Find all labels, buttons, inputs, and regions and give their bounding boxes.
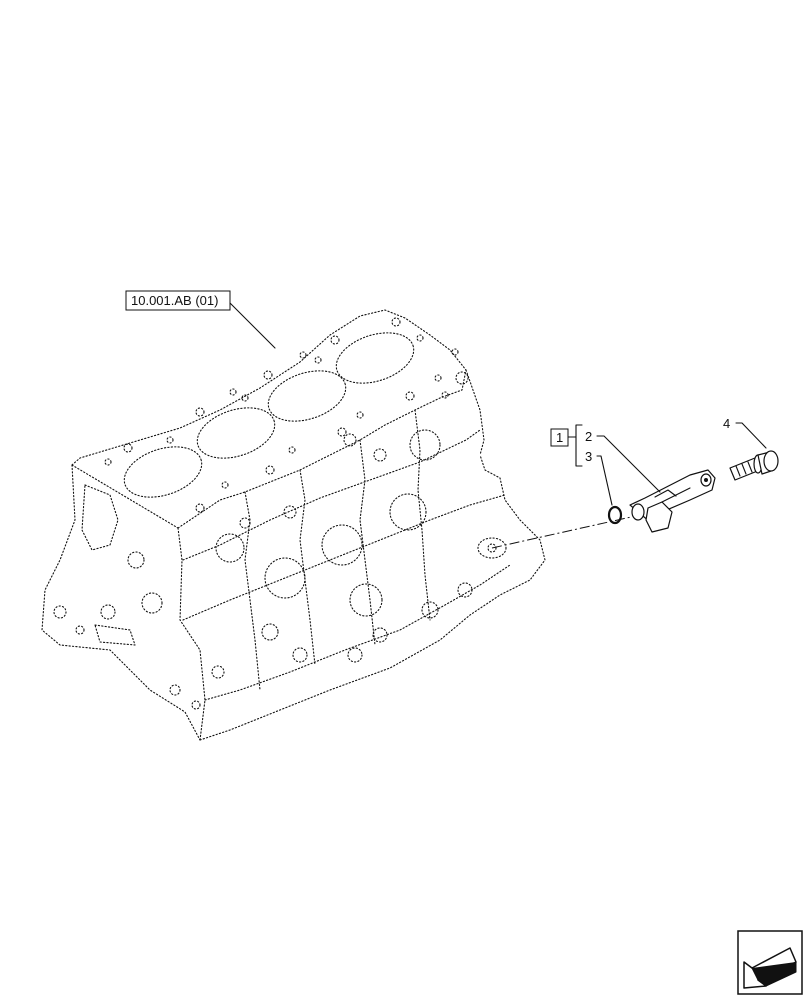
callout-3[interactable]: 3: [585, 449, 613, 506]
callout-3-label: 3: [585, 449, 592, 464]
group-callout: 1: [550, 424, 583, 467]
bolt-part[interactable]: [729, 450, 779, 481]
o-ring-part[interactable]: [607, 505, 623, 525]
sensor-part[interactable]: [629, 469, 716, 533]
reference-leader-line: [229, 302, 276, 349]
reference-label-callout[interactable]: 10.001.AB (01): [125, 290, 276, 349]
callout-2-leader: [596, 435, 661, 493]
callout-2[interactable]: 2: [585, 429, 661, 493]
callout-4-leader: [735, 422, 767, 449]
next-page-arrow-icon[interactable]: [737, 930, 803, 995]
callout-4-label: 4: [723, 416, 730, 431]
callout-4[interactable]: 4: [723, 416, 767, 449]
callout-3-leader: [596, 455, 613, 506]
reference-label-text: 10.001.AB (01): [131, 293, 218, 308]
assembly-center-line: [491, 514, 641, 549]
group-box-label: 1: [556, 430, 563, 445]
callout-2-label: 2: [585, 429, 592, 444]
engine-block: [41, 309, 546, 741]
group-bracket: [575, 424, 583, 467]
